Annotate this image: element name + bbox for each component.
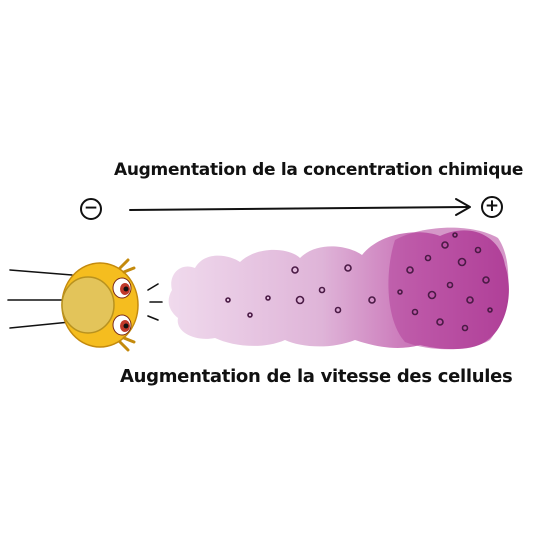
arrow-right-icon	[129, 198, 471, 216]
chemical-gradient-cloud	[168, 227, 509, 350]
speed-lines-icon	[7, 269, 163, 329]
yellow-cell-creature-icon	[61, 258, 139, 352]
minus-circle-icon: −	[80, 198, 102, 220]
bottom-caption: Augmentation de la vitesse des cellules	[120, 366, 513, 387]
plus-circle-icon: +	[481, 196, 503, 218]
top-caption: Augmentation de la concentration chimiqu…	[114, 160, 524, 180]
